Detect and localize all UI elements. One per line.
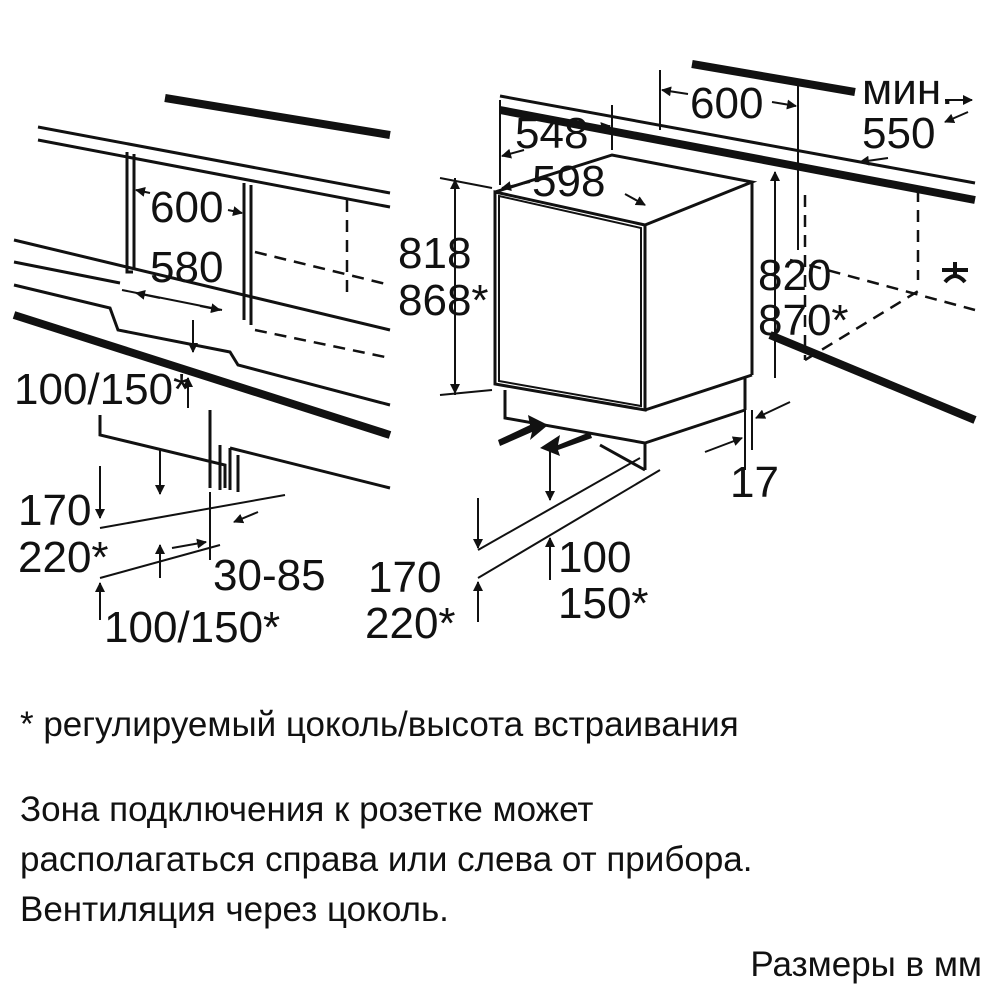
connection-note-line: располагаться справа или слева от прибор… [20,840,753,879]
dim-600-right: 600 [690,79,763,128]
right-dimension-labels: 600 мин. 550 548 598 818 868* 820 870* 1… [365,65,953,648]
dim-220-right: 220* [365,599,456,648]
connection-note-line: Вентиляция через цоколь. [20,890,449,929]
connection-note: Зона подключения к розетке может распола… [20,785,753,935]
footnote: * регулируемый цоколь/высота встраивания [20,705,739,744]
dim-220-left: 220* [18,533,109,582]
left-dimension-lines [95,186,259,620]
dim-580: 580 [150,243,223,292]
connection-note-line: Зона подключения к розетке может [20,790,594,829]
dim-plinth-bottom: 100/150* [104,603,280,652]
dim-100-right: 100 [558,533,631,582]
dim-setback: 30-85 [213,551,326,600]
dim-870: 870* [758,296,849,345]
ventilation-arrows [498,415,592,456]
right-dimension-lines [439,70,973,622]
dim-170-left: 170 [18,486,91,535]
units-note: Размеры в мм [750,945,982,984]
dim-150-right: 150* [558,579,649,628]
dim-17: 17 [730,458,779,507]
dim-plinth-top: 100/150* [14,365,190,414]
dim-548: 548 [515,109,588,158]
left-niche-drawing [12,94,392,579]
dim-550: 550 [862,109,935,158]
power-socket-icon [942,262,968,284]
left-dimension-labels: 600 580 100/150* 170 220* 30-85 100/150* [14,183,326,652]
dim-600-left: 600 [150,183,223,232]
dim-min-label: мин. [862,65,953,114]
installation-drawing: 600 580 100/150* 170 220* 30-85 100/150* [12,60,977,652]
dim-598: 598 [532,157,605,206]
dim-170-right: 170 [368,553,441,602]
right-appliance-drawing [477,60,977,579]
dim-818: 818 [398,229,471,278]
dim-820: 820 [758,251,831,300]
dim-868: 868* [398,276,489,325]
